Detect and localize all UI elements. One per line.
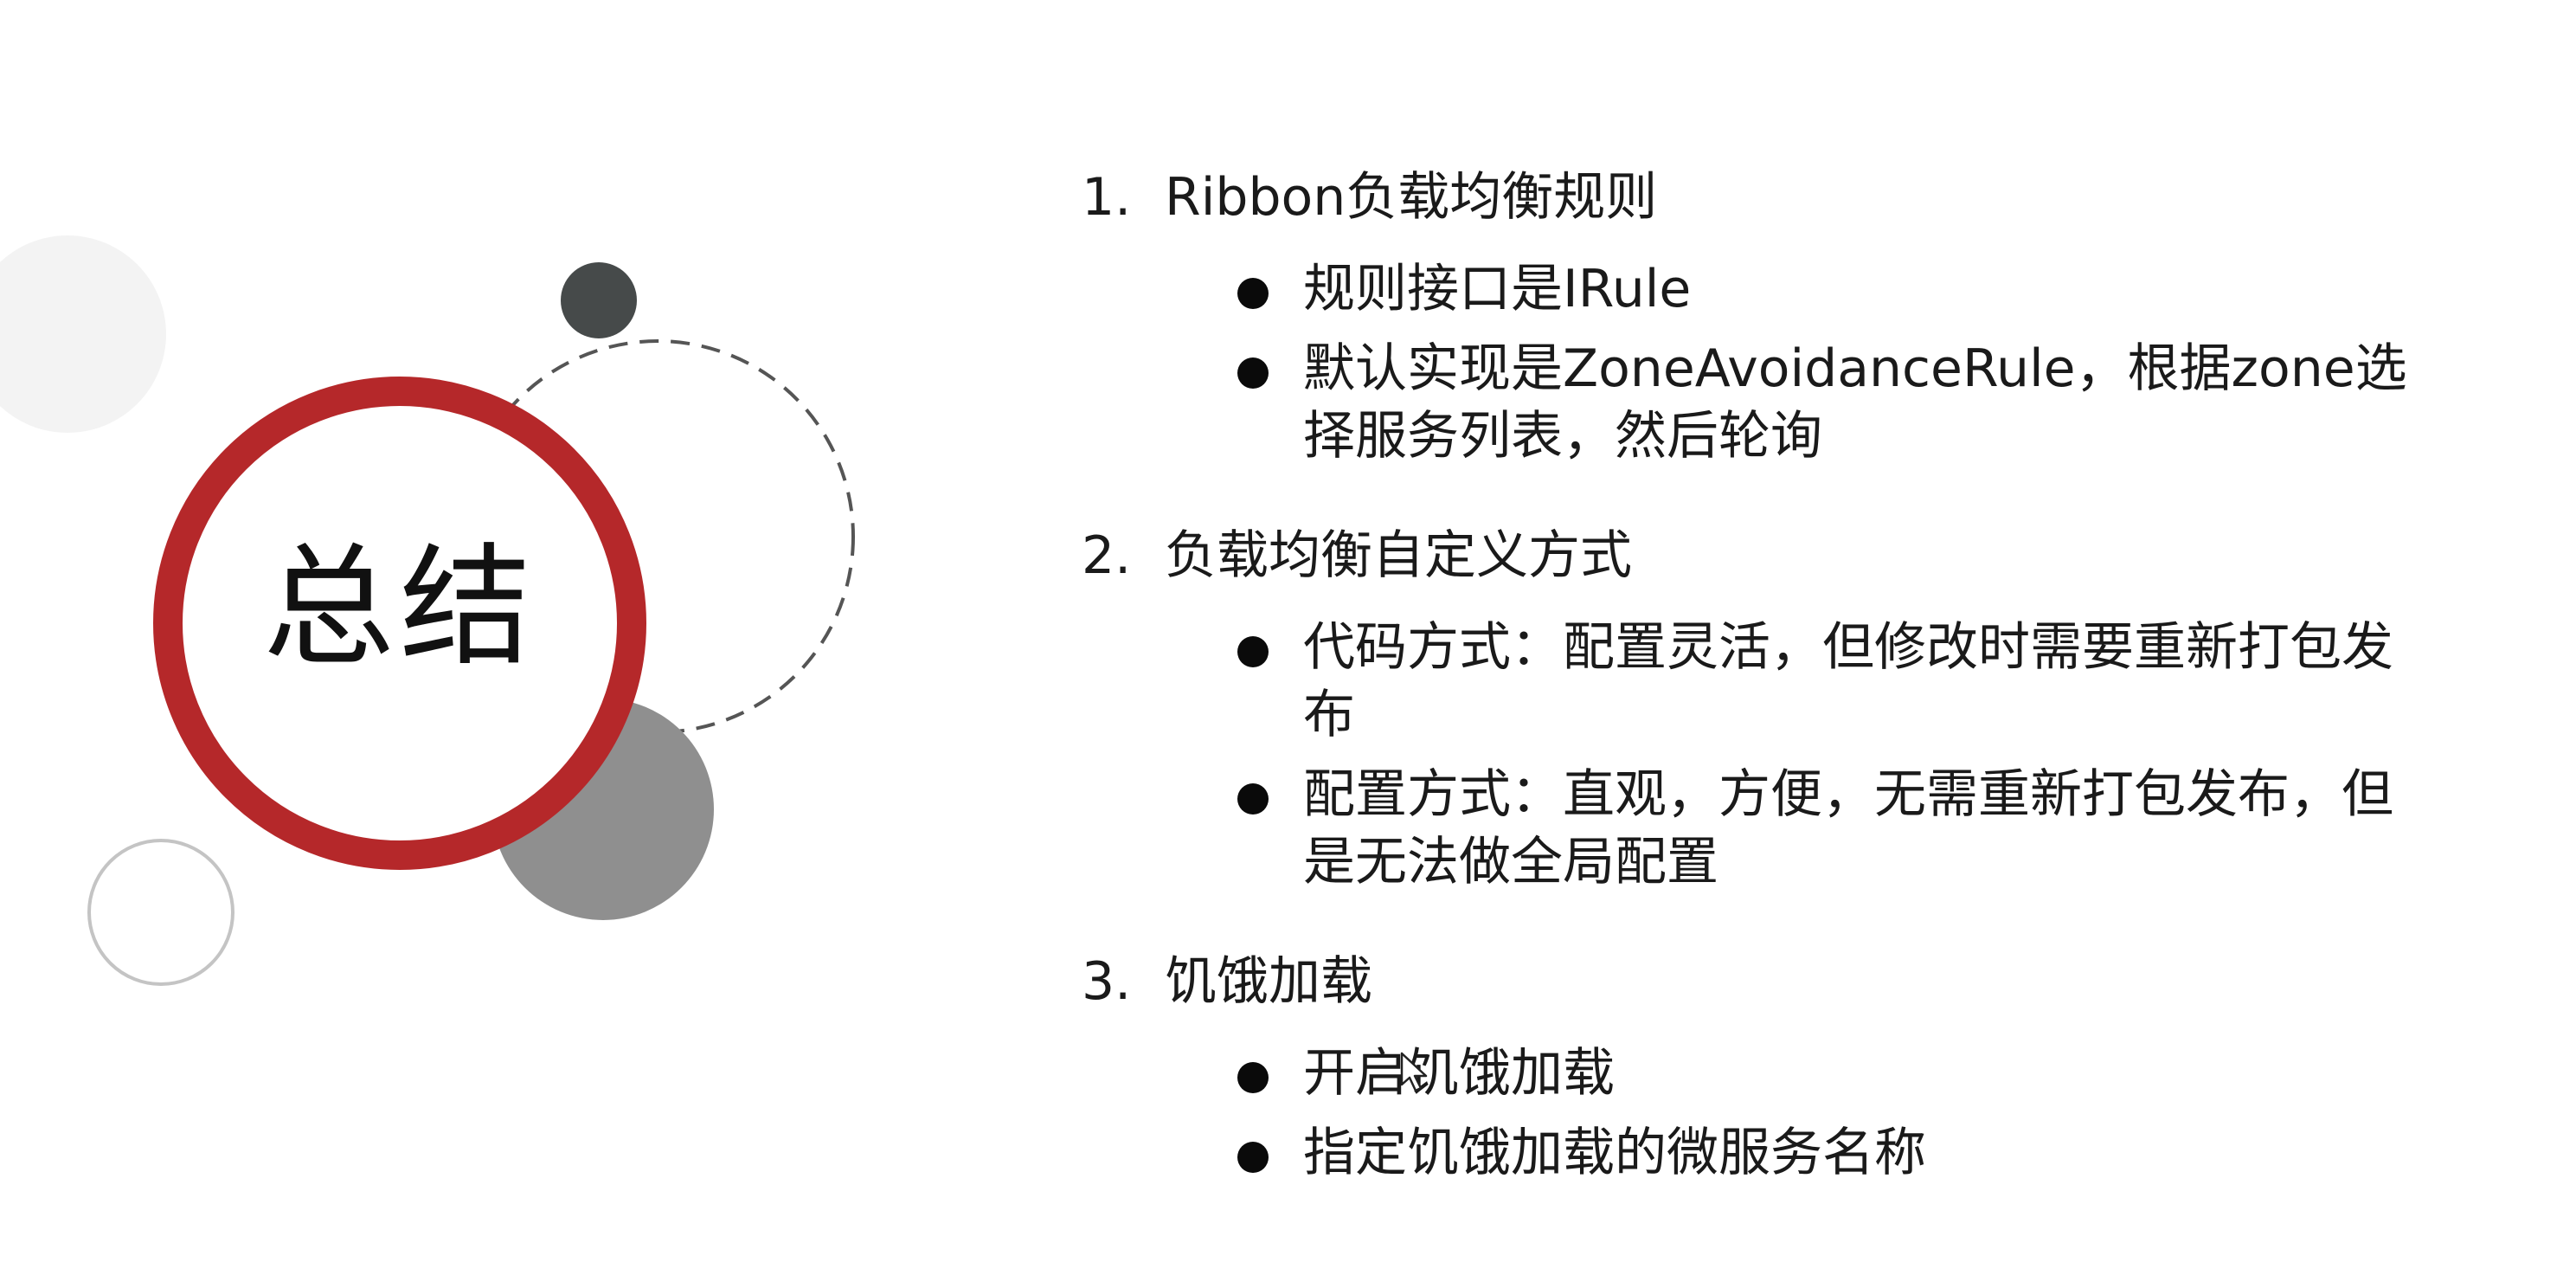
- bullet-text: 配置方式：直观，方便，无需重新打包发布，但是无法做全局配置: [1303, 764, 2393, 892]
- red-ring: [153, 377, 646, 870]
- bullet-list: 开启饥饿加载 指定饥饿加载的微服务名称: [1082, 1040, 2466, 1187]
- bullet-dot-icon: [1237, 783, 1269, 815]
- section-heading: 2. 负载均衡自定义方式: [1082, 518, 2466, 593]
- bullet-dot-icon: [1237, 1142, 1269, 1173]
- section-number: 2.: [1082, 525, 1132, 586]
- dark-dot-circle: [561, 262, 637, 338]
- bullet-dot-icon: [1237, 1062, 1269, 1093]
- section-title: 饥饿加载: [1165, 951, 1372, 1012]
- list-item: 代码方式：配置灵活，但修改时需要重新打包发布: [1082, 614, 2428, 749]
- list-item: 默认实现是ZoneAvoidanceRule，根据zone选择服务列表，然后轮询: [1082, 335, 2428, 470]
- dashed-circle: [460, 339, 855, 734]
- bullet-text: 规则接口是IRule: [1303, 259, 1692, 319]
- slide-title: 总结: [263, 531, 536, 684]
- mouse-pointer-icon: [1400, 1052, 1428, 1092]
- list-item: 开启饥饿加载: [1082, 1040, 2428, 1107]
- list-item: 指定饥饿加载的微服务名称: [1082, 1119, 2428, 1187]
- section-3: 3. 饥饿加载 开启饥饿加载 指定饥饿加载的微服务名称: [1082, 944, 2466, 1187]
- bullet-list: 规则接口是IRule 默认实现是ZoneAvoidanceRule，根据zone…: [1082, 255, 2466, 470]
- bullet-dot-icon: [1237, 278, 1269, 309]
- section-heading: 1. Ribbon负载均衡规则: [1082, 160, 2466, 235]
- outline-circle: [87, 839, 234, 986]
- section-number: 1.: [1082, 167, 1132, 228]
- bullet-text: 代码方式：配置灵活，但修改时需要重新打包发布: [1303, 617, 2393, 745]
- section-number: 3.: [1082, 951, 1132, 1012]
- bullet-dot-icon: [1237, 636, 1269, 667]
- bullet-dot-icon: [1237, 357, 1269, 389]
- summary-content: 1. Ribbon负载均衡规则 规则接口是IRule 默认实现是ZoneAvoi…: [1082, 160, 2466, 1199]
- list-item: 规则接口是IRule: [1082, 255, 2428, 323]
- bullet-text: 开启饥饿加载: [1303, 1043, 1615, 1104]
- bullet-text: 指定饥饿加载的微服务名称: [1303, 1123, 1926, 1183]
- section-1: 1. Ribbon负载均衡规则 规则接口是IRule 默认实现是ZoneAvoi…: [1082, 160, 2466, 470]
- list-item: 配置方式：直观，方便，无需重新打包发布，但是无法做全局配置: [1082, 761, 2428, 896]
- section-2: 2. 负载均衡自定义方式 代码方式：配置灵活，但修改时需要重新打包发布 配置方式…: [1082, 518, 2466, 896]
- bullet-text: 默认实现是ZoneAvoidanceRule，根据zone选择服务列表，然后轮询: [1303, 338, 2407, 467]
- section-title: Ribbon负载均衡规则: [1165, 167, 1658, 228]
- section-title: 负载均衡自定义方式: [1165, 525, 1632, 586]
- bullet-list: 代码方式：配置灵活，但修改时需要重新打包发布 配置方式：直观，方便，无需重新打包…: [1082, 614, 2466, 896]
- section-heading: 3. 饥饿加载: [1082, 944, 2466, 1019]
- light-gray-circle: [0, 235, 166, 433]
